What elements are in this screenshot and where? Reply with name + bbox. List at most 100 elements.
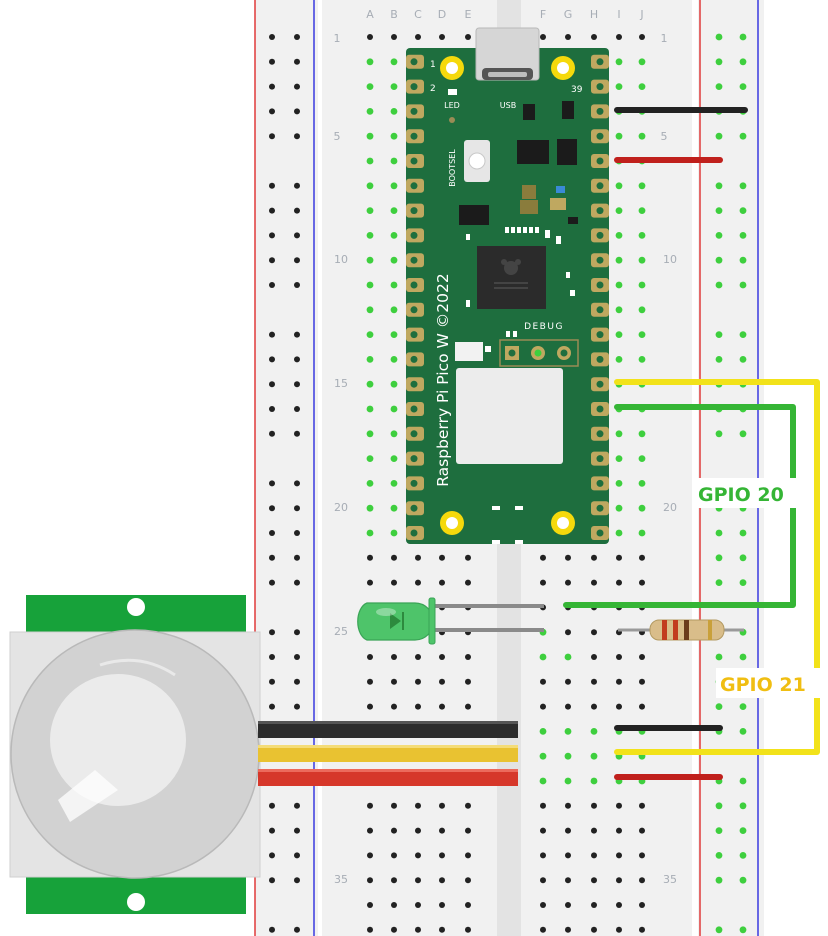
rail-hole — [269, 133, 275, 140]
rail-hole — [269, 182, 275, 189]
rail-hole — [294, 926, 300, 933]
breadboard-hole — [638, 430, 646, 438]
rail-hole — [715, 207, 723, 215]
col-letter-d: D — [438, 8, 446, 21]
pico-pin-hole — [410, 157, 418, 165]
breadboard-hole — [465, 703, 471, 710]
row-number-10-right: 10 — [663, 253, 677, 266]
breadboard-hole — [391, 703, 397, 710]
rail-hole — [294, 331, 300, 338]
row-number-1-left: 1 — [334, 32, 341, 45]
rail-hole — [269, 579, 275, 586]
breadboard-hole — [415, 852, 421, 859]
breadboard-hole — [615, 256, 623, 264]
rail-hole — [294, 356, 300, 363]
rail-hole — [739, 777, 747, 785]
pir-lead-black-highlight — [258, 721, 518, 724]
rail-hole — [269, 629, 275, 636]
breadboard-hole — [565, 827, 571, 834]
pico-pin-hole — [410, 281, 418, 289]
breadboard-hole — [367, 579, 373, 586]
breadboard-hole — [615, 281, 623, 289]
breadboard-hole — [564, 752, 572, 760]
rail-hole — [739, 926, 747, 934]
rail-hole — [715, 926, 723, 934]
crystal — [523, 104, 535, 120]
rail-hole — [739, 232, 747, 239]
left-power-rail — [255, 0, 318, 936]
breadboard-hole — [366, 529, 374, 537]
rail-hole — [715, 876, 723, 884]
breadboard-hole — [439, 579, 445, 586]
breadboard-hole — [540, 802, 546, 809]
breadboard-hole — [616, 703, 622, 710]
smd-b — [545, 230, 550, 238]
breadboard-hole — [616, 902, 622, 908]
gpio20-label-bg — [693, 478, 803, 508]
pin1-label: 1 — [430, 60, 436, 70]
breadboard-hole — [639, 802, 645, 809]
pico-pin-hole — [410, 182, 418, 190]
pico-pin-hole — [410, 107, 418, 115]
wifi-led — [455, 342, 483, 361]
breadboard-hole — [415, 654, 421, 660]
breadboard-hole — [540, 926, 546, 933]
pico-pin-hole — [596, 256, 604, 264]
test-point-a — [449, 117, 455, 123]
debug-label: DEBUG — [524, 322, 564, 332]
rail-hole — [269, 802, 275, 809]
col-letter-f: F — [540, 8, 546, 21]
rail-hole — [294, 207, 300, 214]
row-number-5-right: 5 — [661, 130, 668, 143]
rail-hole — [294, 802, 300, 809]
rail-hole — [269, 877, 275, 884]
rail-hole — [739, 132, 747, 140]
breadboard-hole — [366, 58, 374, 66]
col-letter-b: B — [390, 8, 398, 21]
breadboard-hole — [638, 480, 646, 487]
smd-g — [506, 331, 510, 337]
smd-e — [570, 290, 575, 296]
breadboard-hole — [591, 926, 597, 933]
pico-pin-hole — [410, 331, 418, 339]
rail-hole — [269, 282, 275, 288]
breadboard-hole — [616, 926, 622, 933]
rail-hole — [739, 827, 747, 834]
breadboard-hole — [367, 802, 373, 809]
breadboard-hole — [366, 331, 374, 338]
breadboard-hole — [564, 653, 572, 661]
breadboard-hole — [616, 554, 622, 561]
breadboard-hole — [539, 752, 547, 760]
rail-hole — [294, 133, 300, 140]
breadboard-hole — [439, 678, 445, 685]
breadboard-hole — [390, 306, 398, 314]
breadboard-hole — [366, 281, 374, 289]
wireless-module — [456, 368, 563, 464]
rail-hole — [739, 331, 747, 338]
breadboard-hole — [591, 34, 597, 40]
breadboard-hole — [390, 529, 398, 537]
breadboard-hole — [590, 728, 598, 735]
rail-hole — [294, 827, 300, 834]
rail-hole — [715, 182, 723, 190]
rail-hole — [294, 58, 300, 65]
wifi-led-pad — [485, 346, 491, 352]
column-letters: A B C D E F G H I J — [366, 8, 643, 21]
breadboard-hole — [616, 579, 622, 586]
rail-hole — [269, 406, 275, 412]
col-letter-g: G — [564, 8, 573, 21]
rail-hole — [715, 802, 723, 810]
rail-hole — [269, 703, 275, 710]
breadboard-hole — [615, 58, 623, 66]
rail-hole — [715, 430, 723, 438]
breadboard-hole — [615, 504, 623, 512]
pir-lead-yellow-highlight — [258, 745, 518, 748]
breadboard-hole — [391, 654, 397, 660]
bootsel-button — [464, 140, 490, 182]
breadboard-hole — [390, 207, 398, 215]
breadboard-hole — [565, 926, 571, 933]
pico-pin-hole — [410, 306, 418, 314]
breadboard-hole — [390, 281, 398, 289]
breadboard-hole — [366, 455, 374, 462]
